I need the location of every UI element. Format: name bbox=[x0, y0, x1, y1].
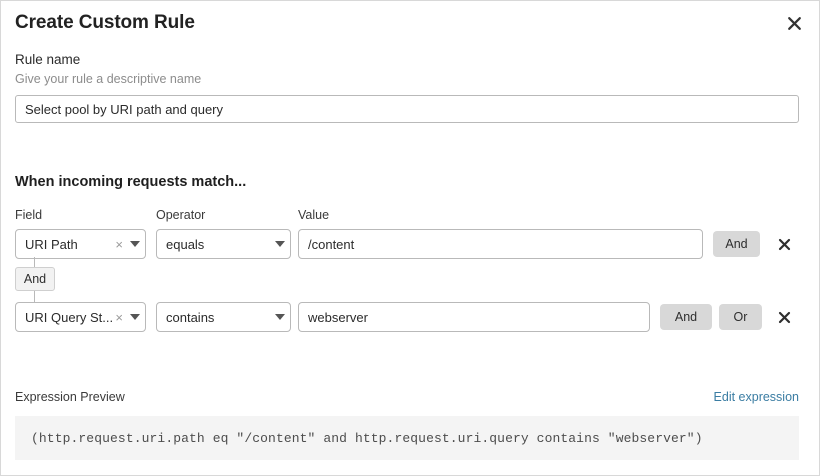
and-button-row-1[interactable]: And bbox=[713, 231, 760, 257]
operator-select-row-2[interactable]: contains bbox=[156, 302, 291, 332]
chevron-down-icon[interactable] bbox=[125, 240, 145, 248]
column-header-value: Value bbox=[298, 208, 330, 222]
edit-expression-link[interactable]: Edit expression bbox=[713, 390, 799, 404]
rule-name-label: Rule name bbox=[15, 52, 81, 67]
chevron-down-icon-glyph bbox=[275, 313, 285, 320]
close-icon[interactable] bbox=[783, 12, 805, 34]
chevron-down-icon[interactable] bbox=[125, 313, 145, 321]
expression-preview-label: Expression Preview bbox=[15, 390, 125, 404]
chevron-down-icon-glyph bbox=[130, 313, 140, 320]
chevron-down-icon[interactable] bbox=[270, 240, 290, 248]
chevron-down-icon-glyph bbox=[130, 240, 140, 247]
chevron-down-icon[interactable] bbox=[270, 313, 290, 321]
column-header-field: Field bbox=[15, 208, 43, 222]
rule-name-help-text: Give your rule a descriptive name bbox=[15, 72, 202, 86]
match-section-heading: When incoming requests match... bbox=[15, 174, 247, 190]
value-input-row-1[interactable] bbox=[298, 229, 703, 259]
field-select-row-2[interactable]: URI Query St... × bbox=[15, 302, 146, 332]
expression-preview-header: Expression Preview Edit expression bbox=[15, 390, 799, 408]
and-button-row-2[interactable]: And bbox=[660, 304, 712, 330]
rule-name-block: Rule name Give your rule a descriptive n… bbox=[15, 51, 799, 123]
condition-column-headers: Field Operator Value bbox=[1, 207, 820, 225]
rule-name-input[interactable] bbox=[15, 95, 799, 123]
operator-select-row-1[interactable]: equals bbox=[156, 229, 291, 259]
value-input-row-2[interactable] bbox=[298, 302, 650, 332]
clear-icon[interactable]: × bbox=[115, 309, 123, 325]
condition-row: URI Path × equals And bbox=[1, 229, 820, 259]
clear-icon[interactable]: × bbox=[115, 236, 123, 252]
field-select-row-2-value: URI Query St... bbox=[25, 309, 114, 325]
field-select-row-1[interactable]: URI Path × bbox=[15, 229, 146, 259]
operator-select-row-2-value: contains bbox=[166, 309, 215, 325]
operator-select-row-1-value: equals bbox=[166, 236, 205, 252]
or-button-row-2[interactable]: Or bbox=[719, 304, 762, 330]
condition-row: URI Query St... × contains And Or bbox=[1, 302, 820, 332]
expression-preview-text: (http.request.uri.path eq "/content" and… bbox=[31, 430, 703, 446]
connector-and-badge[interactable]: And bbox=[15, 267, 55, 291]
expression-preview-box: (http.request.uri.path eq "/content" and… bbox=[15, 416, 799, 460]
close-icon bbox=[778, 238, 790, 250]
modal-header: Create Custom Rule bbox=[15, 10, 805, 42]
close-icon bbox=[778, 311, 790, 323]
delete-condition-row-2-button[interactable] bbox=[774, 307, 794, 327]
column-header-operator: Operator bbox=[156, 208, 206, 222]
field-select-row-1-value: URI Path bbox=[25, 236, 78, 252]
page-title: Create Custom Rule bbox=[15, 12, 195, 33]
chevron-down-icon-glyph bbox=[275, 240, 285, 247]
condition-connector: And bbox=[1, 257, 201, 305]
close-icon-glyph bbox=[787, 16, 801, 30]
delete-condition-row-1-button[interactable] bbox=[774, 234, 794, 254]
